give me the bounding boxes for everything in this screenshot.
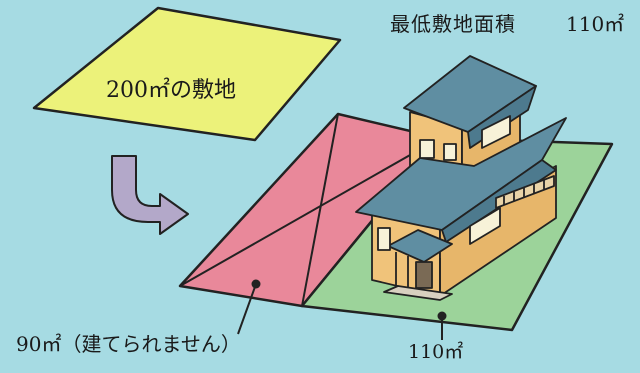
- cross-line-2: [179, 137, 441, 287]
- house-icon: [355, 55, 567, 301]
- buildable-leader-dot: [437, 311, 447, 321]
- unbuildable-leader-line: [237, 283, 257, 335]
- page-title: 最低敷地面積: [390, 12, 516, 36]
- minimum-area-value: 110㎡: [566, 12, 625, 36]
- curved-arrow-icon: [111, 155, 189, 235]
- unbuildable-leader-dot: [251, 279, 261, 289]
- original-lot-parcel: [32, 6, 342, 142]
- unbuildable-label: 90㎡（建てられません）: [16, 332, 241, 356]
- buildable-label: 110㎡: [408, 341, 464, 363]
- original-lot-label: 200㎡の敷地: [106, 78, 236, 103]
- cross-line-1: [301, 113, 339, 307]
